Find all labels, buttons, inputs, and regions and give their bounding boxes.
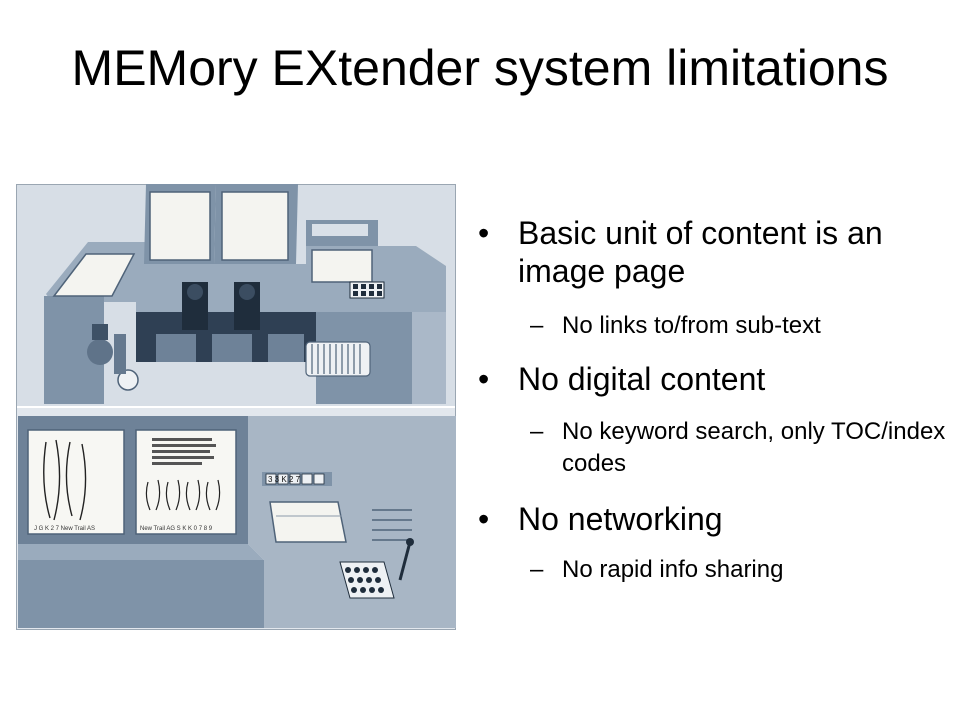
right-page-caption: New Trail AG S K K 0 7 8 9 <box>140 526 213 532</box>
bullet-mark: • <box>478 215 490 251</box>
sub-bullet-mark: – <box>530 556 544 583</box>
bullet-no-networking: • No networking <box>478 500 956 538</box>
bullet-text: No networking <box>518 501 723 537</box>
bullet-text: No digital content <box>518 361 766 397</box>
sub-bullet-no-keyword-search: – No keyword search, only TOC/index code… <box>478 416 956 480</box>
bullet-basic-unit: • Basic unit of content is an image page <box>478 214 956 290</box>
bullet-text: Basic unit of content is an image page <box>518 215 883 289</box>
bullet-no-digital-content: • No digital content <box>478 360 956 398</box>
bullet-mark: • <box>478 501 490 537</box>
sub-bullet-text: No links to/from sub-text <box>562 312 821 339</box>
bullet-list: • Basic unit of content is an image page… <box>478 214 956 586</box>
sub-bullet-text: No keyword search, only TOC/index codes <box>562 418 946 477</box>
memex-desk-closeup: J G K 2 7 New Trail AS New Trail AG S K … <box>17 408 456 629</box>
sub-bullet-mark: – <box>530 418 544 445</box>
memex-desk-overview <box>17 184 455 407</box>
sub-bullet-mark: – <box>530 312 544 339</box>
bullet-mark: • <box>478 361 490 397</box>
slide-title: MEMory EXtender system limitations <box>71 40 889 96</box>
code-display: 3 3 K 2 7 <box>268 475 301 484</box>
memex-illustration: J G K 2 7 New Trail AS New Trail AG S K … <box>16 184 456 630</box>
left-page-caption: J G K 2 7 New Trail AS <box>34 526 95 532</box>
sub-bullet-no-rapid-sharing: – No rapid info sharing <box>478 554 956 586</box>
sub-bullet-text: No rapid info sharing <box>562 556 784 583</box>
sub-bullet-no-links: – No links to/from sub-text <box>478 310 956 342</box>
